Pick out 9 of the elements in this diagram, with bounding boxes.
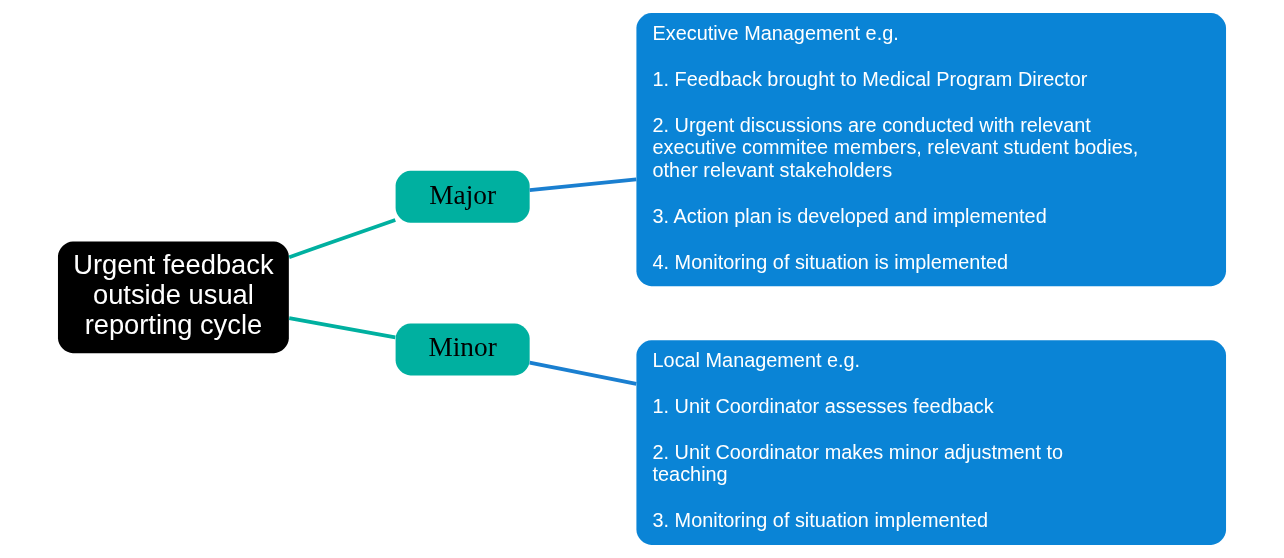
node-box: Urgent feedback outside usual reporting cycle [57, 241, 289, 354]
node-box: Executive Management e.g. 1. Feedback brought to Medical Program Director 2. Urgent discussions are conducted with relevant executive commitee members, relevant student bodies, other relevant stakeholders 3. Action plan is developed and implemented 4. Monitoring of situation is implemented [636, 13, 1227, 287]
node-box: Local Management e.g. 1. Unit Coordinator assesses feedback 2. Unit Coordinator makes minor adjustment to teaching 3. Monitoring of situation implemented [636, 340, 1227, 545]
node-box: Minor [395, 323, 530, 376]
connector [288, 316, 396, 340]
connector [529, 177, 637, 192]
connector [529, 360, 637, 386]
node-box: Major [395, 170, 530, 223]
connector [288, 218, 396, 259]
